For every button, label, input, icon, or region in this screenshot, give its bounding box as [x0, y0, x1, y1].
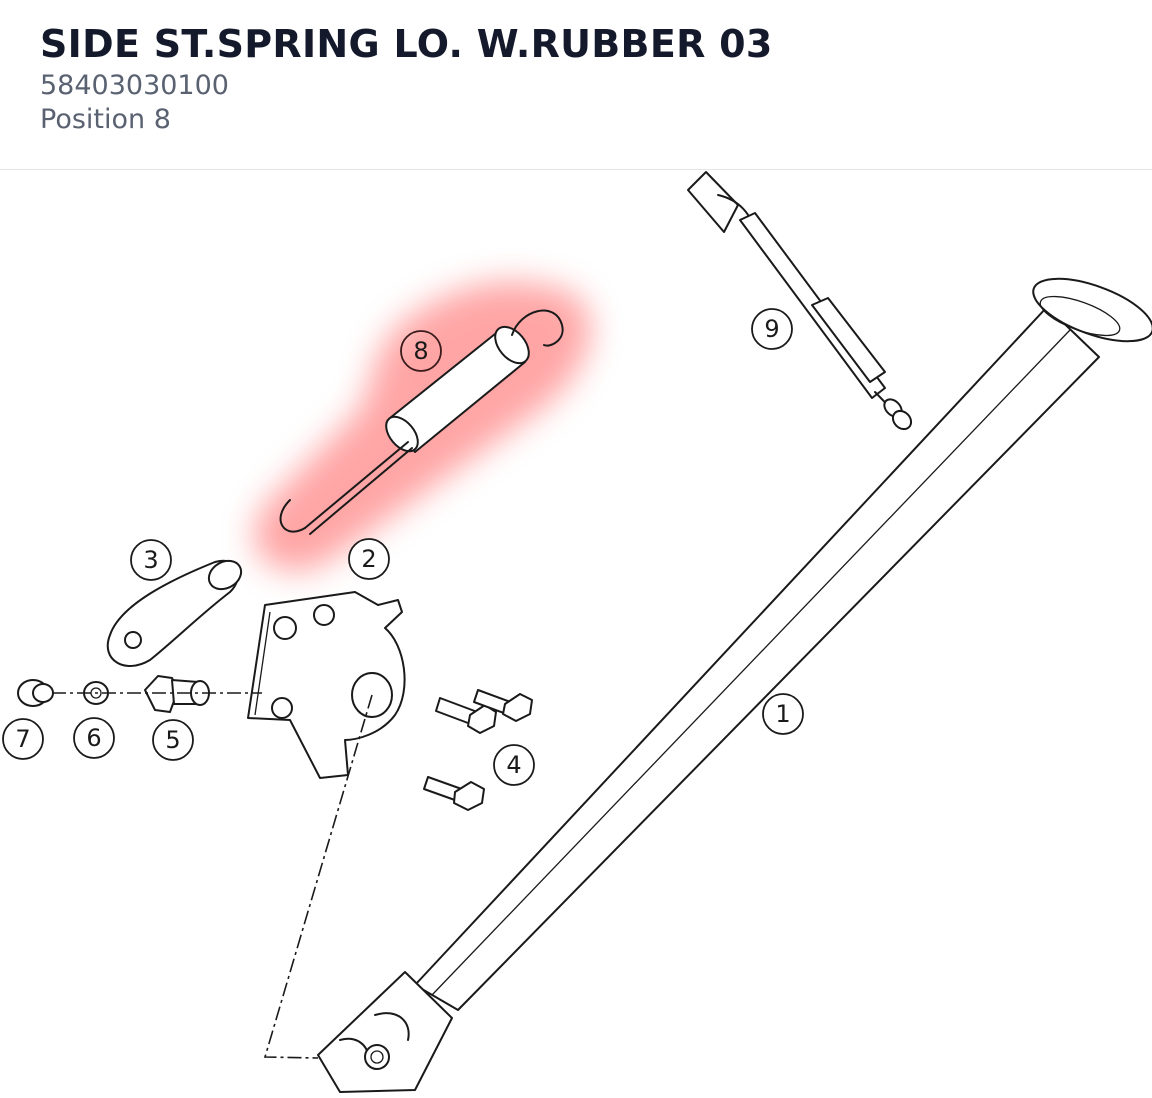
svg-text:8: 8	[413, 337, 428, 365]
callout-1[interactable]: 1	[762, 693, 804, 735]
callout-6[interactable]: 6	[73, 717, 115, 759]
side-stand-part-1[interactable]	[317, 266, 1152, 1093]
part-title: SIDE ST.SPRING LO. W.RUBBER 03	[40, 22, 773, 66]
clip-part-7[interactable]	[17, 679, 54, 707]
plate-part-3[interactable]	[106, 555, 246, 667]
callout-8[interactable]: 8	[400, 330, 442, 372]
pin-part-5[interactable]	[144, 675, 210, 713]
callout-3[interactable]: 3	[130, 539, 172, 581]
svg-text:9: 9	[764, 315, 779, 343]
part-number: 58403030100	[40, 70, 229, 101]
svg-text:2: 2	[361, 545, 376, 573]
bolts-part-4[interactable]	[423, 689, 533, 811]
rubber-cable-part-9[interactable]	[687, 171, 915, 433]
svg-text:3: 3	[143, 546, 158, 574]
callout-2[interactable]: 2	[348, 538, 390, 580]
callout-5[interactable]: 5	[152, 719, 194, 761]
exploded-parts-diagram: 1 2 3 4 5 6 7 8 9	[0, 170, 1152, 1098]
callout-7[interactable]: 7	[2, 718, 44, 760]
diagram-canvas: 1 2 3 4 5 6 7 8 9	[2, 171, 1152, 1093]
part-position: Position 8	[40, 104, 171, 135]
svg-text:6: 6	[86, 724, 101, 752]
assembly-axis-lines	[52, 692, 373, 1059]
svg-text:5: 5	[165, 726, 180, 754]
bracket-part-2[interactable]	[247, 591, 406, 779]
callout-4[interactable]: 4	[493, 744, 535, 786]
spring-part-8[interactable]	[279, 309, 564, 535]
callout-9[interactable]: 9	[751, 308, 793, 350]
part-header: SIDE ST.SPRING LO. W.RUBBER 03 584030301…	[0, 0, 1152, 170]
svg-text:7: 7	[15, 725, 30, 753]
svg-text:4: 4	[506, 751, 521, 779]
svg-text:1: 1	[775, 700, 790, 728]
